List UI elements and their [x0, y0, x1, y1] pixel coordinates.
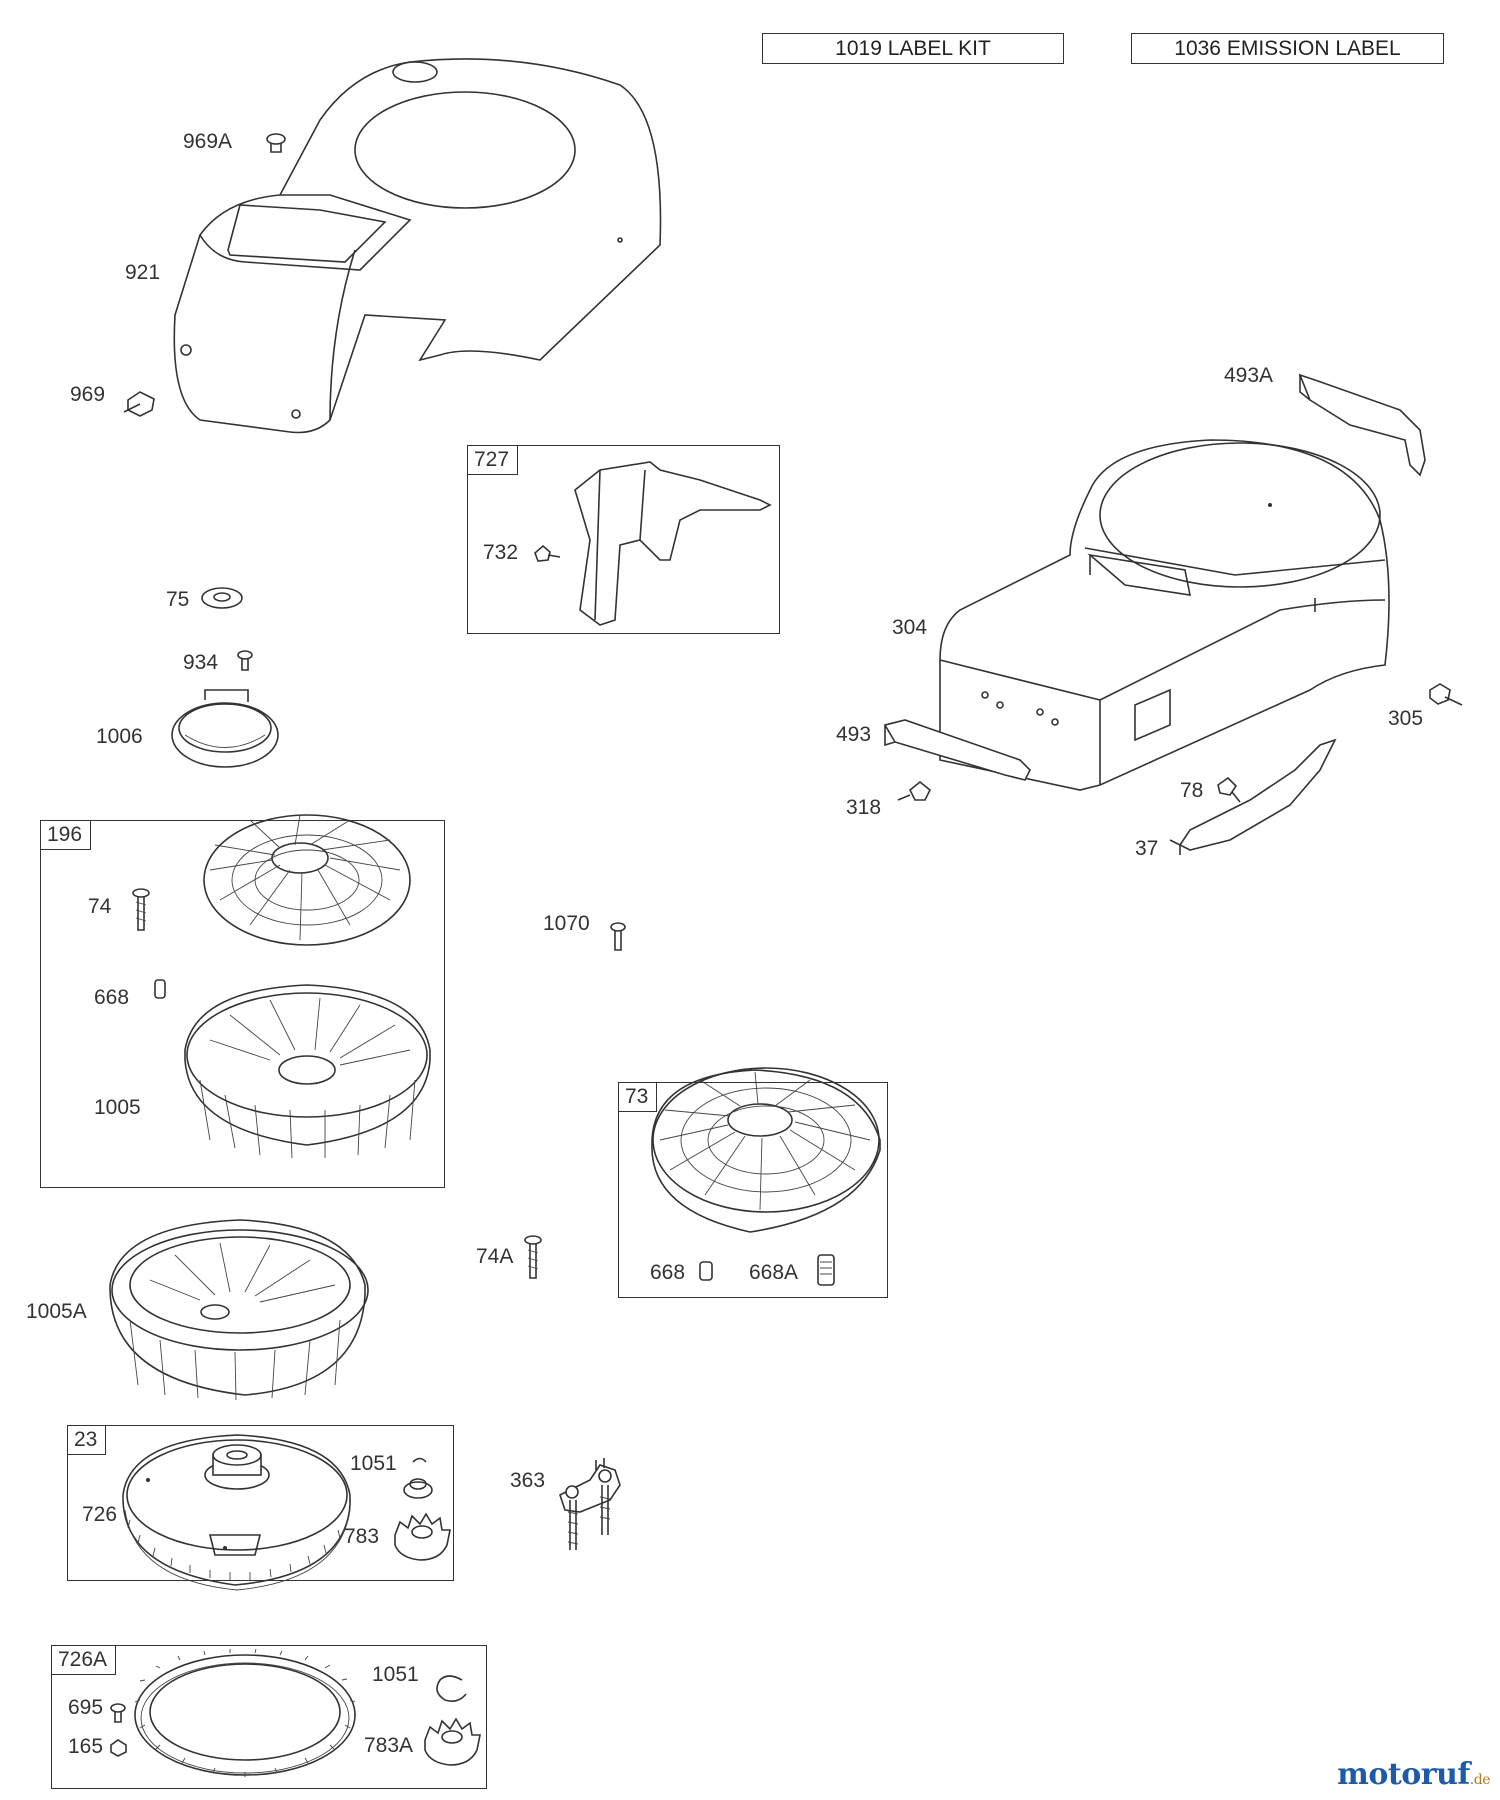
part-label-74a: 74A [476, 1245, 514, 1268]
screen-196-drawing [203, 814, 411, 946]
key-668a-drawing [817, 1254, 835, 1286]
bracket-363-drawing [559, 1458, 621, 1550]
part-label-668-box73: 668 [650, 1261, 686, 1284]
part-label-305: 305 [1388, 707, 1424, 730]
screw-74a-drawing [524, 1235, 542, 1279]
screw-969a-drawing [266, 133, 286, 153]
part-label-969a: 969A [183, 130, 233, 153]
group-box-726a: 726A [51, 1645, 487, 1789]
part-label-318: 318 [846, 796, 882, 819]
part-label-1006: 1006 [96, 725, 143, 748]
screw-934-drawing [237, 650, 253, 671]
part-label-726: 726 [82, 1503, 118, 1526]
screw-1070-drawing [610, 922, 626, 951]
part-label-74: 74 [88, 895, 112, 918]
group-box-23: 23 [67, 1425, 454, 1581]
part-label-78: 78 [1180, 779, 1204, 802]
motoruf-watermark-logo[interactable]: motoruf.de [1337, 1757, 1490, 1792]
part-label-783: 783 [344, 1525, 380, 1548]
part-label-75: 75 [166, 588, 190, 611]
part-label-668: 668 [94, 986, 130, 1009]
part-label-1051-box726a: 1051 [372, 1663, 419, 1686]
screw-74-drawing [132, 888, 150, 931]
watermark-name: motoruf [1337, 1757, 1470, 1792]
guard-37-drawing [1169, 738, 1337, 855]
gear-783a-drawing [424, 1717, 481, 1766]
part-label-732: 732 [483, 541, 519, 564]
group-box-727: 727 [467, 445, 780, 634]
nut-165-drawing [110, 1739, 127, 1757]
screw-318-drawing [897, 780, 932, 801]
watermark-tld: .de [1469, 1772, 1491, 1788]
blower-housing-304-drawing [939, 439, 1390, 791]
part-label-37: 37 [1135, 837, 1159, 860]
fan-1005a-drawing [109, 1219, 369, 1401]
flywheel-23-drawing [122, 1434, 351, 1591]
part-label-493a: 493A [1224, 364, 1274, 387]
part-label-934: 934 [183, 651, 219, 674]
part-label-363: 363 [510, 1469, 546, 1492]
part-label-493: 493 [836, 723, 872, 746]
bracket-493-drawing [883, 719, 1031, 781]
part-label-921: 921 [125, 261, 161, 284]
part-label-304: 304 [892, 616, 928, 639]
group-box-196: 196 [40, 820, 445, 1188]
baffle-727-drawing [574, 461, 772, 626]
part-label-1051: 1051 [350, 1452, 397, 1475]
washer-75-drawing [201, 587, 243, 609]
screw-732-drawing [534, 544, 561, 562]
fan-1005-drawing [184, 984, 431, 1159]
group-box-73: 73 [618, 1082, 888, 1298]
ratchet-1006-drawing [171, 689, 279, 768]
bolt-969-drawing [123, 391, 155, 417]
part-label-668a: 668A [749, 1261, 799, 1284]
part-label-1005: 1005 [94, 1096, 141, 1119]
part-label-1070: 1070 [543, 912, 590, 935]
bolt-305-drawing [1429, 683, 1463, 706]
pin-668-box73-drawing [699, 1261, 713, 1281]
group-box-726a-tag: 726A [52, 1646, 117, 1675]
part-label-783a: 783A [364, 1734, 414, 1757]
bracket-493a-drawing [1298, 373, 1426, 477]
clip-1051-drawing [403, 1457, 433, 1499]
blower-housing-921-drawing [173, 58, 662, 434]
pin-668-drawing [154, 979, 166, 999]
part-label-165: 165 [68, 1735, 104, 1758]
emission-label-text: 1036 EMISSION LABEL [1174, 37, 1401, 60]
emission-label-box: 1036 EMISSION LABEL [1131, 33, 1444, 64]
part-label-695: 695 [68, 1696, 104, 1719]
label-kit-text: 1019 LABEL KIT [835, 37, 991, 60]
group-box-23-tag: 23 [68, 1426, 107, 1455]
group-box-727-tag: 727 [468, 446, 519, 475]
group-box-196-tag: 196 [41, 821, 92, 850]
screw-78-drawing [1217, 776, 1241, 803]
label-kit-box: 1019 LABEL KIT [762, 33, 1064, 64]
part-label-969: 969 [70, 383, 106, 406]
screw-695-drawing [110, 1703, 126, 1723]
screen-73-drawing [651, 1067, 881, 1233]
part-label-1005a: 1005A [26, 1300, 87, 1323]
group-box-73-tag: 73 [619, 1083, 658, 1112]
gear-783-drawing [394, 1512, 451, 1561]
ring-gear-726a-drawing [134, 1648, 356, 1777]
ring-1051-drawing [436, 1675, 467, 1702]
